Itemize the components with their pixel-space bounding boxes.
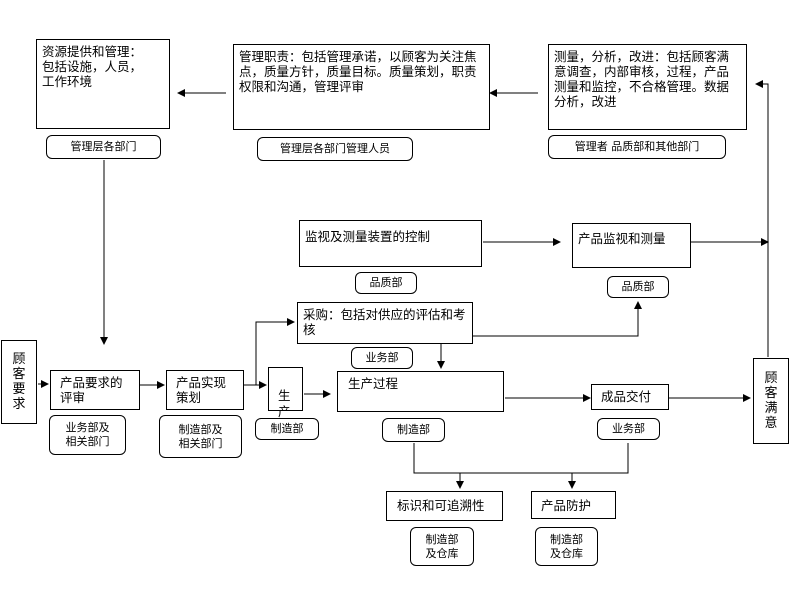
customer-satisfaction-box: 顾客满意 <box>753 358 789 444</box>
realization-planning-box: 产品实现策划 <box>166 370 244 410</box>
product-protection-tag: 制造部 及仓库 <box>535 527 598 566</box>
management-responsibility-tag: 管理层各部门管理人员 <box>257 137 413 161</box>
arrow-purchase-to-monitor <box>473 301 642 337</box>
product-protection-box: 产品防护 <box>531 491 616 519</box>
production-tag: 制造部 <box>255 418 319 440</box>
product-requirement-box: 产品要求的评审 <box>50 370 140 410</box>
production-label: 生产 <box>278 388 291 419</box>
arrow-plan-to-purchase <box>255 318 295 385</box>
resources-tag: 管理层各部门 <box>46 135 161 159</box>
realization-planning-tag: 制造部及 相关部门 <box>159 415 242 458</box>
production-process-tag: 制造部 <box>382 418 445 442</box>
product-monitor-box: 产品监视和测量 <box>572 223 691 268</box>
traceability-box: 标识和可追溯性 <box>386 491 503 521</box>
production-box: 生产 <box>268 367 303 419</box>
customer-requirement-box: 顾客要求 <box>1 340 37 424</box>
customer-satisfaction-label: 顾客满意 <box>764 371 778 431</box>
measurement-analysis-tag: 管理者 品质部和其他部门 <box>548 135 726 159</box>
customer-requirement-label: 顾客要求 <box>12 352 26 412</box>
product-requirement-tag: 业务部及 相关部门 <box>49 415 126 455</box>
delivery-tag: 业务部 <box>597 418 660 440</box>
traceability-tag: 制造部 及仓库 <box>410 527 474 566</box>
bottom-bracket-line <box>413 443 629 474</box>
purchase-box: 采购：包括对供应的评估和考核 <box>297 302 473 344</box>
purchase-tag: 业务部 <box>351 347 413 369</box>
measurement-analysis-box: 测量，分析，改进：包括顾客满意调查，内部审核，过程，产品测量和监控，不合格管理。… <box>548 44 747 130</box>
management-responsibility-box: 管理职责：包括管理承诺，以顾客为关注焦点，质量方针，质量目标。质量策划，职责权限… <box>233 44 490 130</box>
product-monitor-tag: 品质部 <box>607 276 669 298</box>
arrow-satisfaction-to-analysis <box>755 80 769 357</box>
delivery-box: 成品交付 <box>591 384 669 410</box>
resources-box: 资源提供和管理： 包括设施，人员， 工作环境 <box>36 39 170 129</box>
production-process-box: 生产过程 <box>337 371 504 412</box>
monitor-device-box: 监视及测量装置的控制 <box>299 220 482 267</box>
monitor-device-tag: 品质部 <box>355 272 417 294</box>
